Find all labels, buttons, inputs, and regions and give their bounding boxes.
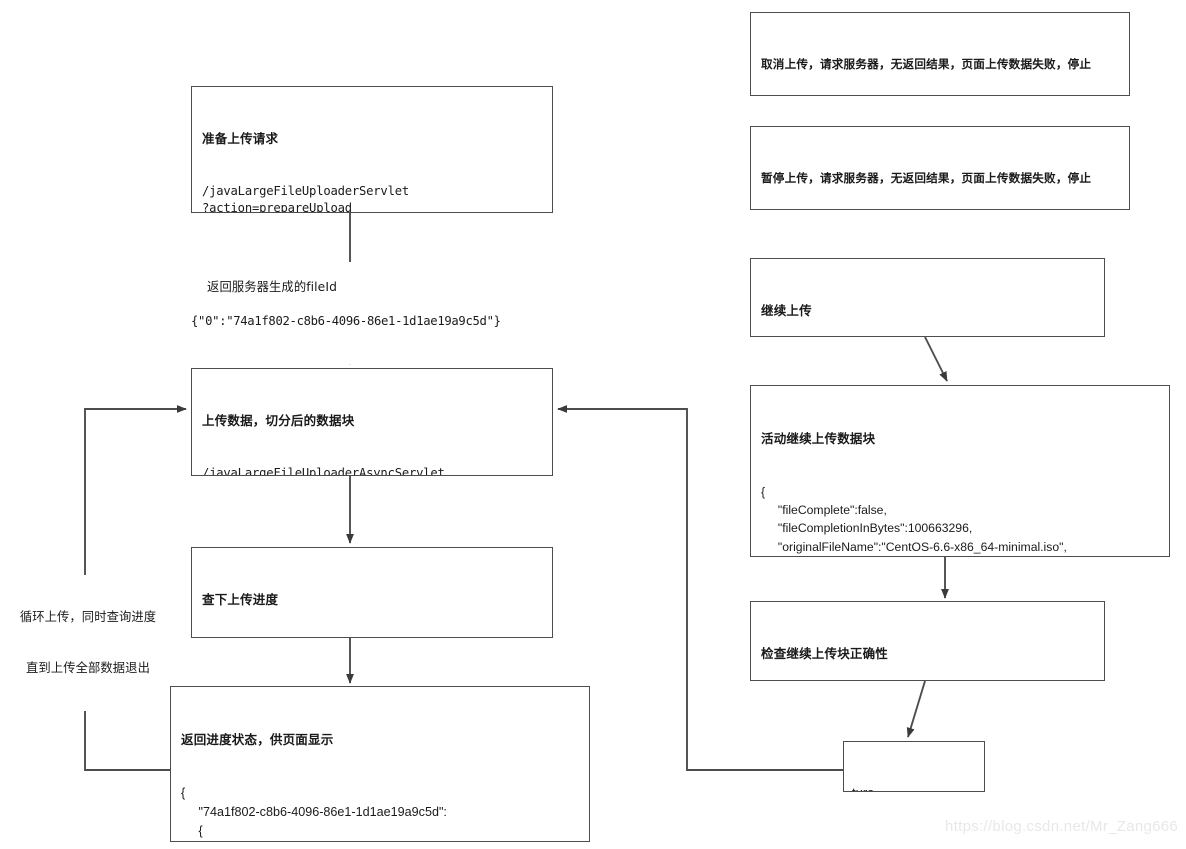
edge-label-file-id-header: 返回服务器生成的fileId	[207, 280, 337, 294]
node-progress-status-body: { "74a1f802-c8b6-4096-86e1-1d1ae19a9c5d"…	[181, 786, 447, 838]
node-clear-file-header: 取消上传，请求服务器，无返回结果，页面上传数据失败，停止	[761, 57, 1092, 71]
node-progress-status[interactable]: 返回进度状态，供页面显示 { "74a1f802-c8b6-4096-86e1-…	[170, 686, 590, 842]
node-resume-file-header: 继续上传	[761, 303, 812, 318]
watermark: https://blog.csdn.net/Mr_Zang666	[945, 818, 1179, 835]
node-pause-file-header: 暂停上传，请求服务器，无返回结果，页面上传数据失败，停止	[761, 171, 1092, 185]
edge-verify-to-ture	[906, 680, 926, 738]
node-prepare-upload-body: /javaLargeFileUploaderServlet ?action=pr…	[202, 184, 409, 213]
node-verify-crc-header: 检查继续上传块正确性	[761, 646, 889, 661]
node-ture-result-header: ture	[852, 783, 976, 791]
edge-resume-to-active	[924, 336, 948, 382]
node-prepare-upload[interactable]: 准备上传请求 /javaLargeFileUploaderServlet ?ac…	[191, 86, 553, 213]
node-upload-chunk-body: /javaLargeFileUploaderAsyncServlet ?acti…	[202, 466, 445, 476]
node-ture-result[interactable]: ture 返回true，继续上传	[843, 741, 985, 792]
node-active-resume-body: { "fileComplete":false, "fileCompletionI…	[761, 485, 1067, 554]
edge-label-loop-note-line1: 循环上传，同时查询进度	[19, 610, 157, 624]
node-resume-file[interactable]: 继续上传 /javaLargeFileUploaderServlet ?acti…	[750, 258, 1105, 337]
node-verify-crc[interactable]: 检查继续上传块正确性 /javaLargeFileUploaderServlet…	[750, 601, 1105, 681]
node-active-resume-header: 活动继续上传数据块	[761, 431, 876, 446]
node-pause-file[interactable]: 暂停上传，请求服务器，无返回结果，页面上传数据失败，停止 /javaLargeF…	[750, 126, 1130, 210]
edge-label-file-id-returned: 返回服务器生成的fileId {"0":"74a1f802-c8b6-4096-…	[191, 262, 501, 364]
edge-label-loop-note: 循环上传，同时查询进度 直到上传全部数据退出	[8, 575, 168, 711]
node-progress-status-header: 返回进度状态，供页面显示	[181, 732, 334, 747]
node-upload-chunk-header: 上传数据，切分后的数据块	[202, 413, 355, 428]
node-upload-chunk[interactable]: 上传数据，切分后的数据块 /javaLargeFileUploaderAsync…	[191, 368, 553, 476]
edge-label-file-id-body: {"0":"74a1f802-c8b6-4096-86e1-1d1ae19a9c…	[191, 314, 501, 328]
node-clear-file[interactable]: 取消上传，请求服务器，无返回结果，页面上传数据失败，停止 /javaLargeF…	[750, 12, 1130, 96]
node-get-progress-header: 查下上传进度	[202, 592, 279, 607]
node-get-progress[interactable]: 查下上传进度 /javaLargeFileUploaderServlet ?ac…	[191, 547, 553, 638]
node-prepare-upload-header: 准备上传请求	[202, 131, 279, 146]
edge-label-loop-note-line2: 直到上传全部数据退出	[26, 661, 150, 675]
node-active-resume[interactable]: 活动继续上传数据块 { "fileComplete":false, "fileC…	[750, 385, 1170, 557]
